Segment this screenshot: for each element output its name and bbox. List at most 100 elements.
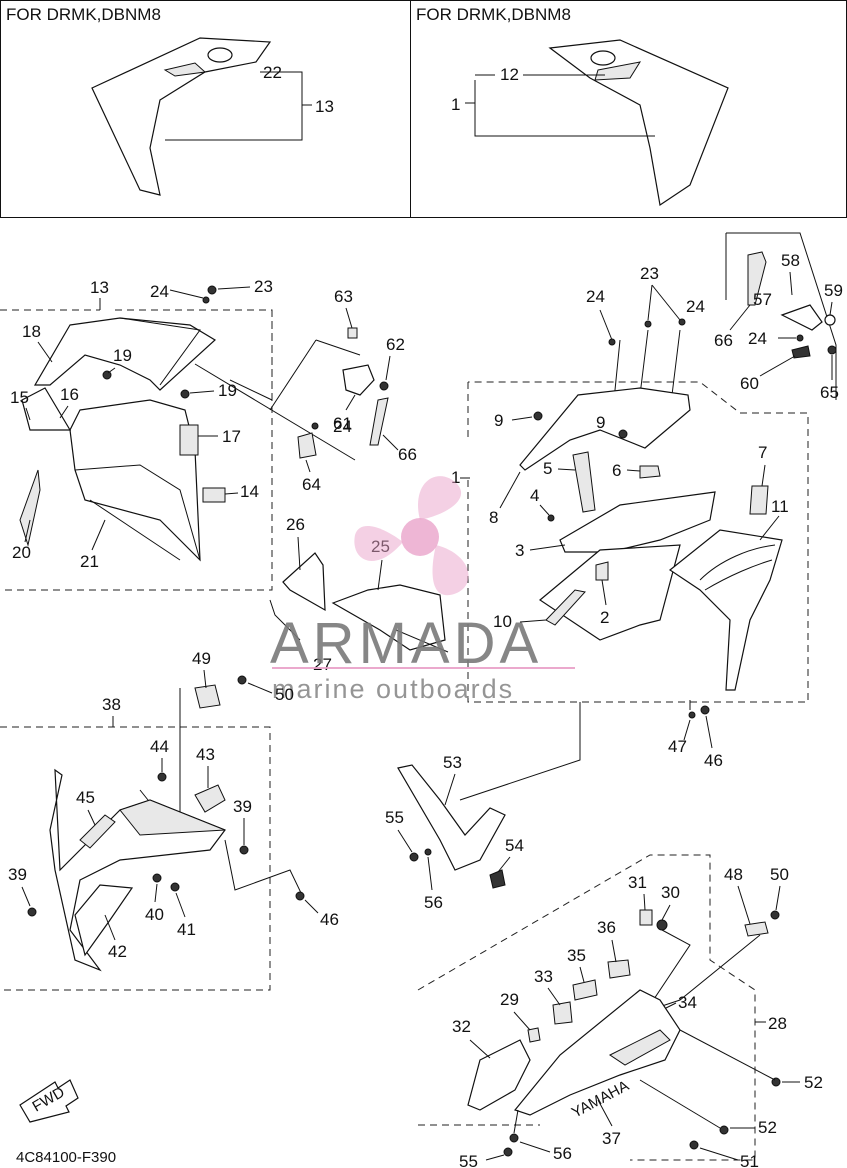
callout-47: 47 [668, 737, 687, 756]
callout-56-a: 56 [424, 893, 443, 912]
callout-63: 63 [334, 287, 353, 306]
cover-53 [397, 764, 506, 871]
callout-33: 33 [534, 967, 553, 986]
pad-35 [572, 979, 598, 1001]
callout-22: 22 [263, 63, 282, 82]
fwd-arrow: FWD [19, 1079, 79, 1123]
side-cover-11 [668, 529, 783, 691]
callout-46-b: 46 [320, 910, 339, 929]
callout-49: 49 [192, 649, 211, 668]
callout-11: 11 [771, 497, 789, 516]
callout-66-b: 66 [714, 331, 733, 350]
decal-12 [594, 61, 642, 81]
callout-5: 5 [543, 459, 552, 478]
belly-pan-37 [513, 989, 681, 1116]
callout-56-b: 56 [553, 1144, 572, 1163]
callout-24-c: 24 [586, 287, 605, 306]
callout-24-b: 24 [333, 417, 352, 436]
cover-hole [207, 47, 233, 63]
callout-16: 16 [60, 385, 79, 404]
callout-43: 43 [196, 745, 215, 764]
callout-38: 38 [102, 695, 121, 714]
callout-41: 41 [177, 920, 196, 939]
pad-33 [552, 1001, 573, 1025]
callout-64: 64 [302, 475, 321, 494]
callout-13: 13 [90, 278, 109, 297]
upper-frame-cover [519, 387, 691, 471]
callout-24-d: 24 [686, 297, 705, 316]
callout-37: 37 [602, 1129, 621, 1148]
watermark-brand: ARMADA [270, 611, 542, 676]
callout-15: 15 [10, 388, 29, 407]
callout-29: 29 [500, 990, 519, 1009]
callout-13-header: 13 [315, 97, 334, 116]
callout-61: 61 [333, 414, 352, 433]
callout-17: 17 [222, 427, 241, 446]
callout-30: 30 [661, 883, 680, 902]
strip-45 [79, 814, 116, 849]
panel-25 [331, 584, 446, 651]
callout-53: 53 [443, 753, 462, 772]
callout-24-e: 24 [748, 329, 767, 348]
pad-7 [749, 485, 769, 515]
group-13-left-cowling: 13 24 23 18 19 19 15 16 17 14 20 21 [0, 277, 356, 591]
callout-24-a: 24 [150, 282, 169, 301]
pad-36 [607, 959, 631, 979]
clip-6 [639, 465, 661, 479]
callout-48: 48 [724, 865, 743, 884]
trim-20 [19, 469, 41, 547]
bracket-48 [744, 921, 769, 937]
armada-watermark: ARMADA marine outboards [270, 476, 575, 704]
center-bracket-group: 63 62 61 66 24 64 26 25 27 [269, 287, 449, 674]
part-53-group: 53 55 56 54 [385, 702, 581, 912]
callout-42: 42 [108, 942, 127, 961]
cowling-panel-2 [538, 544, 681, 641]
callout-21: 21 [80, 552, 99, 571]
callout-14: 14 [240, 482, 259, 501]
callout-54: 54 [505, 836, 524, 855]
callout-39-b: 39 [8, 865, 27, 884]
callout-9-a: 9 [494, 411, 503, 430]
side-cover-left-variant [91, 37, 272, 196]
stay-66 [747, 251, 767, 306]
bracket-61 [342, 364, 375, 396]
callout-20: 20 [12, 543, 31, 562]
callout-28: 28 [768, 1014, 787, 1033]
strip-10 [545, 589, 586, 626]
variant-header-left: FOR DRMK,DBNM8 [6, 5, 161, 24]
callout-1: 1 [451, 468, 460, 487]
callout-51: 51 [740, 1152, 759, 1168]
callout-50-a: 50 [275, 685, 294, 704]
callout-57: 57 [753, 290, 772, 309]
callout-18: 18 [22, 322, 41, 341]
callout-8: 8 [489, 508, 498, 527]
callout-12: 12 [500, 65, 519, 84]
callout-55-a: 55 [385, 808, 404, 827]
decal-22 [163, 62, 207, 77]
callout-9-b: 9 [596, 413, 605, 432]
callout-44: 44 [150, 737, 169, 756]
callout-25: 25 [371, 537, 390, 556]
callout-4: 4 [530, 486, 539, 505]
bracket-49 [194, 684, 221, 709]
callout-23-b: 23 [640, 264, 659, 283]
callout-52-b: 52 [758, 1118, 777, 1137]
pad-17 [179, 424, 199, 456]
nut-64 [297, 432, 317, 459]
callout-35: 35 [567, 946, 586, 965]
callout-45: 45 [76, 788, 95, 807]
strip-5 [572, 451, 596, 513]
group-1-right-cowling: 1 23 24 24 9 9 8 5 6 7 4 11 3 [451, 232, 843, 770]
rod-66 [369, 397, 389, 446]
grommet-31 [639, 909, 653, 926]
callout-32: 32 [452, 1017, 471, 1036]
nut-60 [791, 345, 811, 359]
panel-32 [467, 1039, 531, 1111]
clip-14 [202, 487, 226, 503]
callout-46-a: 46 [704, 751, 723, 770]
callout-27: 27 [313, 655, 332, 674]
callout-65: 65 [820, 383, 839, 402]
bracket-26 [282, 552, 326, 612]
